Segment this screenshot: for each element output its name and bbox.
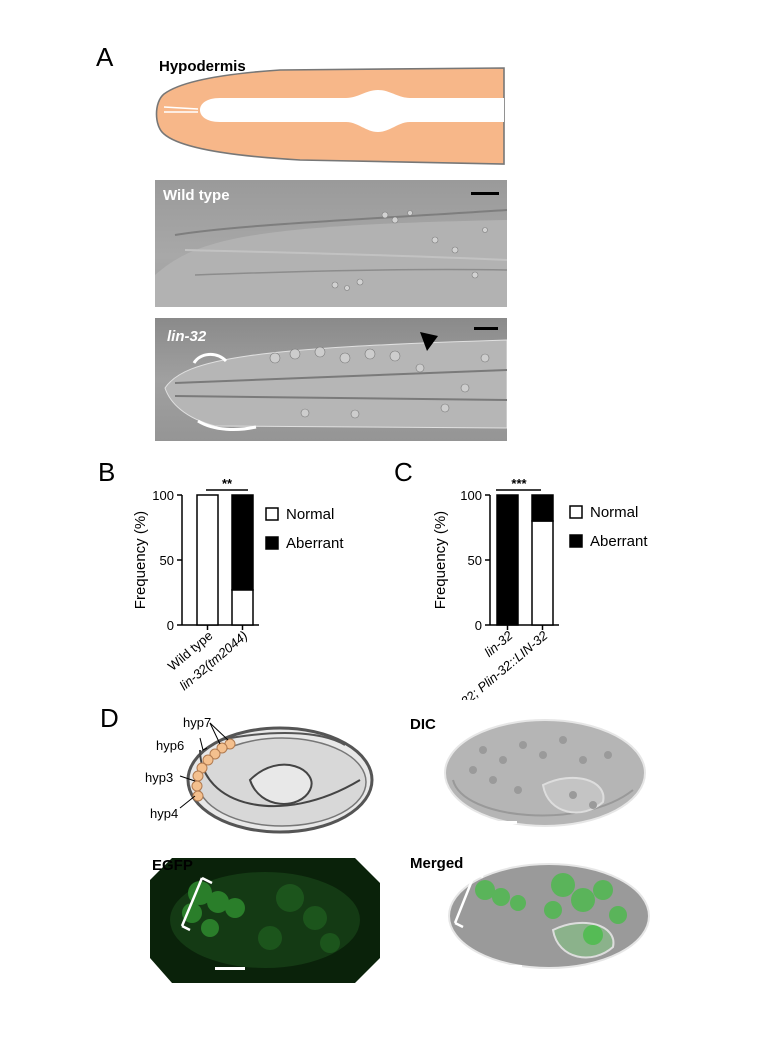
panel-letter-b: B xyxy=(98,457,116,487)
legend-swatch xyxy=(569,505,583,519)
legend-swatch xyxy=(569,534,583,548)
cell-label-hyp6: hyp6 xyxy=(156,738,185,753)
legend-label: Aberrant xyxy=(590,533,648,550)
y-axis-title-b-text: Frequency (%) xyxy=(132,511,149,609)
y-axis-title-c-text: Frequency (%) xyxy=(432,511,449,609)
legend-swatch xyxy=(265,536,279,550)
cell-label-hyp7: hyp7 xyxy=(183,715,212,730)
y-tick-label: 50 xyxy=(160,553,174,568)
legend-label: Normal xyxy=(286,506,334,523)
bar-aberrant xyxy=(531,494,554,522)
hypodermis-schematic xyxy=(155,67,505,165)
pharynx-line-top xyxy=(163,106,199,110)
scale-bar-lin32 xyxy=(474,327,498,330)
lin32-image-label: lin-32 xyxy=(167,328,207,345)
scale-bar-dic xyxy=(487,821,517,824)
y-axis-title-c: Frequency (%) xyxy=(432,511,449,609)
dic-embryo-image xyxy=(433,710,653,832)
y-tick-label: 0 xyxy=(475,618,482,633)
wildtype-label: Wild type xyxy=(163,187,230,204)
hypodermis-inner-lumen xyxy=(200,90,504,132)
egfp-embryo-image xyxy=(150,858,380,983)
bar-normal xyxy=(231,589,254,626)
panel-letter-d: D xyxy=(100,703,119,733)
y-tick-label: 100 xyxy=(152,488,174,503)
bar-aberrant xyxy=(231,494,254,591)
legend-label: Normal xyxy=(590,504,638,521)
bar-aberrant xyxy=(496,494,519,626)
significance-c: *** xyxy=(511,476,527,491)
bracket-marks xyxy=(192,353,257,431)
arrowhead-icon xyxy=(420,332,438,351)
lin32-dic-image xyxy=(155,318,507,441)
hypodermis-title: Hypodermis xyxy=(159,58,246,75)
y-tick-label: 0 xyxy=(167,618,174,633)
wildtype-dic-image xyxy=(155,180,507,307)
y-tick-label: 100 xyxy=(460,488,482,503)
y-axis-title-b: Frequency (%) xyxy=(132,511,149,609)
merged-label: Merged xyxy=(410,855,464,872)
panel-letter-a: A xyxy=(96,42,114,72)
panel-letter-c: C xyxy=(394,457,413,487)
legend-label: Aberrant xyxy=(286,535,344,552)
embryo-schematic xyxy=(179,722,374,834)
merged-embryo-image xyxy=(443,855,655,977)
scale-bar-wildtype xyxy=(471,192,499,195)
egfp-label: EGFP xyxy=(152,857,193,874)
scale-bar-egfp xyxy=(215,967,245,970)
y-tick-label: 50 xyxy=(468,553,482,568)
cell-label-hyp4: hyp4 xyxy=(150,806,179,821)
cell-label-hyp3: hyp3 xyxy=(145,770,174,785)
bar-normal xyxy=(196,494,219,626)
dic-label: DIC xyxy=(410,716,436,733)
significance-b: ** xyxy=(222,476,233,491)
scale-bar-merged xyxy=(492,965,522,968)
legend-swatch xyxy=(265,507,279,521)
bar-normal xyxy=(531,520,554,626)
